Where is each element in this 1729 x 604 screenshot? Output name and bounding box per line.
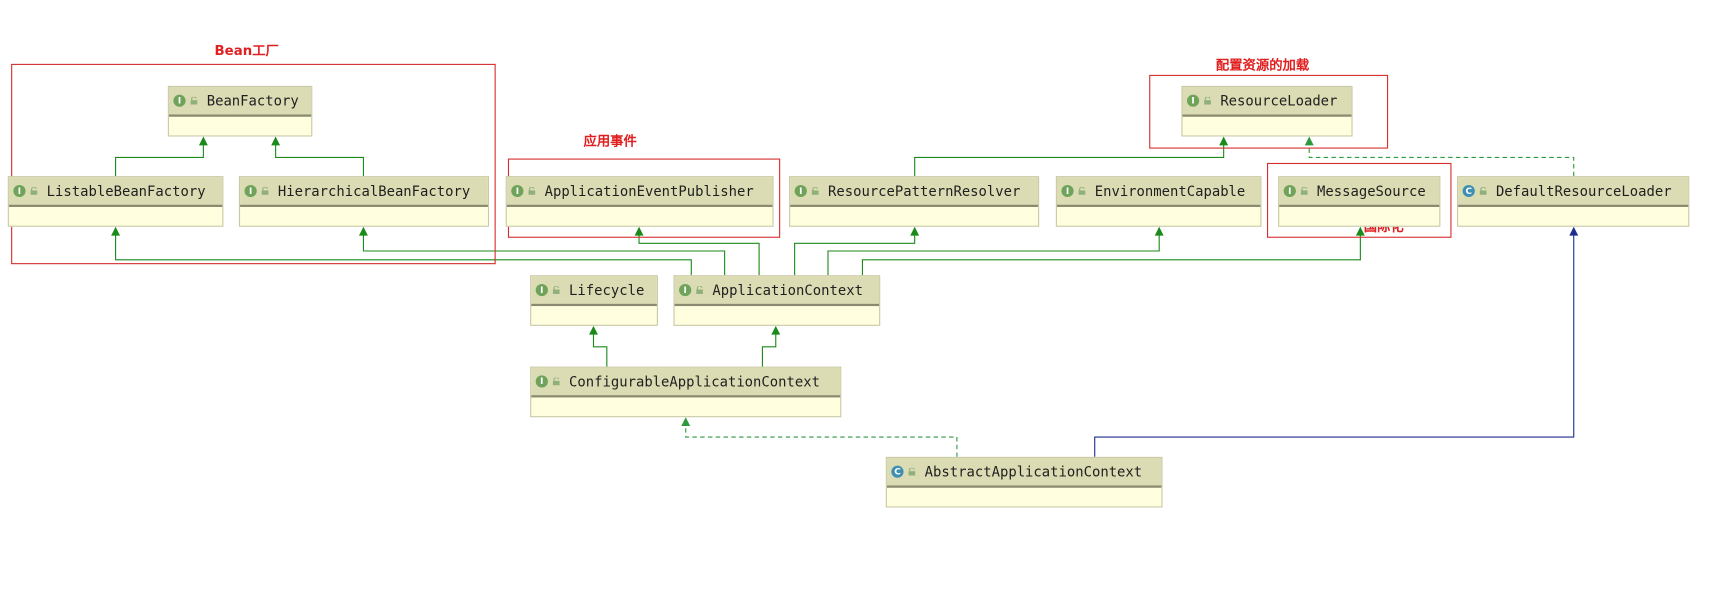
node-lifecycle[interactable]: I Lifecycle [530, 275, 658, 326]
arrowhead-ApplicationContext [771, 325, 781, 335]
node-environment-capable[interactable]: I EnvironmentCapable [1055, 176, 1262, 227]
edge-ListableBeanFactory-to-BeanFactory [115, 137, 204, 177]
node-configurable-application-context[interactable]: I ConfigurableApplicationContext [530, 366, 842, 418]
node-label: BeanFactory [206, 92, 299, 109]
edge-ApplicationContext-to-HierarchicalBeanFactory [362, 227, 726, 276]
public-access-icon [1078, 187, 1086, 195]
public-access-icon [30, 187, 38, 195]
edge-HierarchicalBeanFactory-to-BeanFactory [275, 137, 364, 177]
group-title-resource-loading: 配置资源的加载 [1215, 57, 1310, 73]
arrowhead-BeanFactory [271, 136, 281, 146]
arrowhead-HierarchicalBeanFactory [358, 226, 368, 236]
interface-icon: I [13, 184, 26, 198]
edge-ApplicationContext-to-ListableBeanFactory [115, 227, 692, 276]
public-access-icon [190, 96, 198, 105]
node-application-event-publisher[interactable]: I ApplicationEventPublisher [505, 176, 774, 227]
node-bean-factory[interactable]: I BeanFactory [167, 85, 313, 137]
public-access-icon [552, 377, 560, 386]
group-title-bean-factory: Bean工厂 [214, 42, 279, 59]
group-i18n [1266, 162, 1452, 238]
edge-ApplicationContext-to-MessageSource [861, 227, 1361, 276]
arrowhead-ResourceLoader [1304, 136, 1314, 146]
public-access-icon [811, 187, 819, 195]
node-label: HierarchicalBeanFactory [277, 182, 471, 200]
public-access-icon [1479, 187, 1487, 195]
node-hierarchical-bean-factory[interactable]: I HierarchicalBeanFactory [238, 176, 490, 227]
interface-icon: I [794, 184, 807, 198]
node-label: ResourceLoader [1220, 92, 1338, 109]
arrowhead-BeanFactory [198, 136, 208, 146]
node-label: EnvironmentCapable [1094, 182, 1246, 200]
interface-icon: I [535, 375, 548, 388]
node-listable-bean-factory[interactable]: I ListableBeanFactory [7, 176, 224, 227]
public-access-icon [261, 187, 269, 195]
node-label: ListableBeanFactory [46, 182, 206, 200]
public-access-icon [1204, 96, 1212, 105]
interface-icon: I [1061, 184, 1074, 198]
group-bean-factory [11, 63, 496, 265]
arrowhead-DefaultResourceLoader [1569, 226, 1579, 236]
node-resource-loader[interactable]: I ResourceLoader [1181, 85, 1353, 137]
arrowhead-ApplicationEventPublisher [634, 226, 644, 236]
interface-icon: I [1283, 184, 1296, 198]
edge-ConfigurableApplicationContext-to-ApplicationContext [761, 326, 777, 367]
arrowhead-ConfigurableApplicationContext [681, 417, 691, 427]
public-access-icon [908, 467, 916, 476]
node-label: Lifecycle [569, 281, 645, 299]
public-access-icon [1300, 187, 1308, 195]
public-access-icon [552, 286, 560, 294]
node-resource-pattern-resolver[interactable]: I ResourcePatternResolver [789, 176, 1040, 227]
group-resource-loading [1149, 74, 1389, 149]
node-label: DefaultResourceLoader [1495, 182, 1672, 200]
node-message-source[interactable]: I MessageSource [1278, 176, 1441, 227]
interface-icon: I [173, 94, 186, 107]
node-default-resource-loader[interactable]: C DefaultResourceLoader [1457, 176, 1690, 227]
edge-ApplicationContext-to-EnvironmentCapable [827, 227, 1160, 276]
edge-ConfigurableApplicationContext-to-Lifecycle [592, 326, 608, 367]
interface-icon: I [244, 184, 257, 198]
arrowhead-ResourceLoader [1219, 136, 1229, 146]
edge-DefaultResourceLoader-to-ResourceLoader [1308, 137, 1575, 177]
node-application-context[interactable]: I ApplicationContext [673, 275, 881, 326]
arrowhead-EnvironmentCapable [1154, 226, 1164, 236]
node-label: ConfigurableApplicationContext [569, 373, 820, 390]
arrowhead-MessageSource [1355, 226, 1365, 236]
arrowhead-Lifecycle [589, 325, 598, 335]
edge-AbstractApplicationContext-to-DefaultResourceLoader [1094, 227, 1575, 457]
edge-AbstractApplicationContext-to-ConfigurableApplicationContext [685, 418, 958, 457]
interface-icon: I [679, 284, 692, 297]
interface-icon: I [535, 284, 548, 297]
group-title-application-event: 应用事件 [583, 133, 637, 149]
public-access-icon [528, 187, 536, 195]
public-access-icon [696, 286, 704, 294]
node-label: ApplicationContext [712, 281, 863, 299]
class-icon: C [1462, 184, 1475, 198]
arrowhead-ListableBeanFactory [111, 226, 121, 236]
class-icon: C [891, 465, 904, 478]
node-label: ResourcePatternResolver [827, 182, 1021, 200]
interface-icon: I [511, 184, 524, 198]
node-label: ApplicationEventPublisher [544, 182, 754, 200]
interface-icon: I [1186, 94, 1200, 107]
node-label: MessageSource [1317, 182, 1426, 200]
arrowhead-ResourcePatternResolver [910, 226, 920, 236]
node-label: AbstractApplicationContext [924, 463, 1143, 480]
node-abstract-application-context[interactable]: C AbstractApplicationContext [885, 456, 1163, 508]
